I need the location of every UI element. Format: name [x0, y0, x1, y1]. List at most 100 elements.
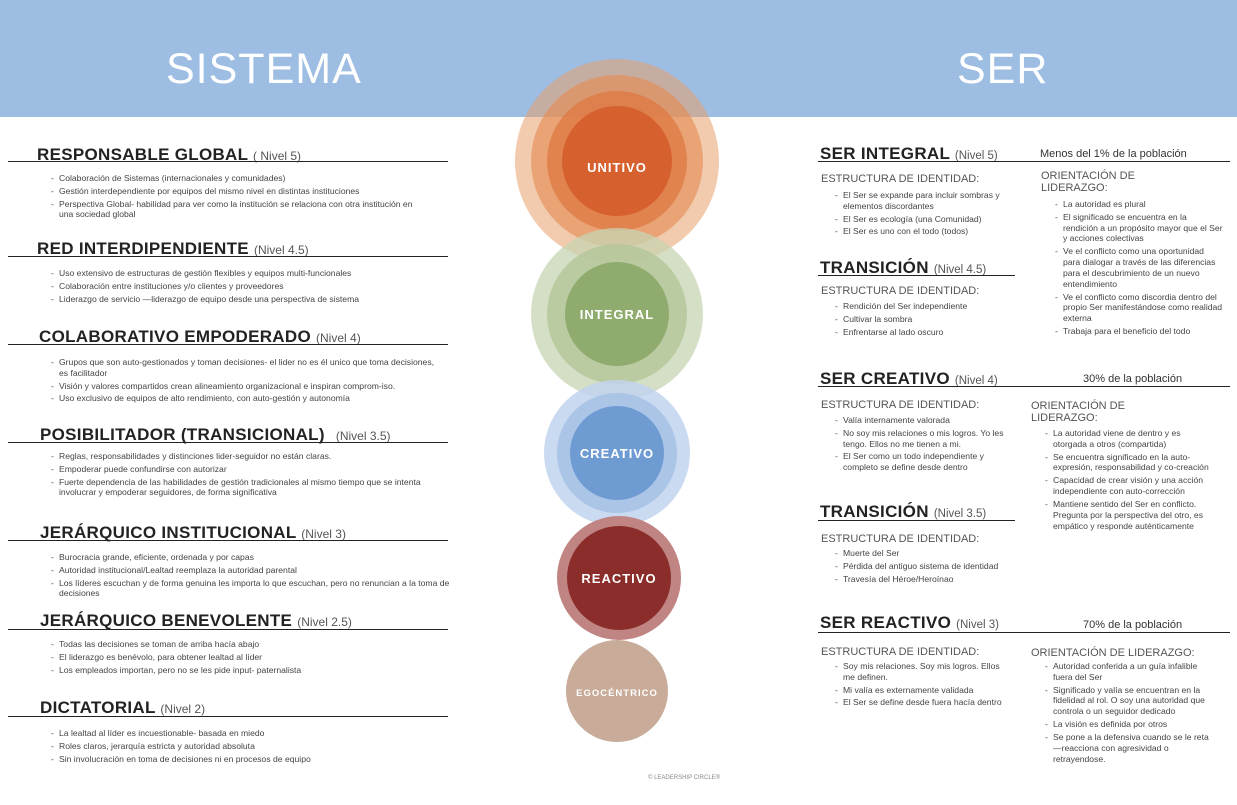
sistema-level-title: DICTATORIAL (Nivel 2) — [40, 699, 205, 716]
list-item: Todas las decisiones se toman de arriba … — [51, 639, 431, 650]
sistema-title: SISTEMA — [166, 45, 362, 93]
unitivo-circle: UNITIVO — [515, 59, 719, 263]
level-name: SER INTEGRAL — [820, 144, 950, 163]
identity-heading: ESTRUCTURA DE IDENTIDAD: — [821, 646, 980, 658]
sistema-level-title: JERÁRQUICO INSTITUCIONAL (Nivel 3) — [40, 524, 346, 541]
list-item: Capacidad de crear visión y una acción i… — [1045, 475, 1210, 497]
sistema-level-title: RESPONSABLE GLOBAL ( Nivel 5) — [37, 146, 301, 163]
level-name: DICTATORIAL — [40, 698, 156, 717]
list-item: El significado se encuentra en la rendic… — [1055, 212, 1223, 244]
list-item: Mi valía es externamente validada — [835, 685, 1005, 696]
divider — [8, 540, 448, 541]
integral-circle: INTEGRAL — [531, 228, 703, 400]
population-label: Menos del 1% de la población — [1040, 148, 1187, 160]
list-item: Sin involucración en toma de decisiones … — [51, 754, 431, 765]
divider — [8, 256, 448, 257]
divider — [8, 442, 448, 443]
reactivo-circle: REACTIVO — [557, 516, 681, 640]
egocentrico-circle: EGOCÉNTRICO — [566, 640, 668, 742]
list-item: Autoridad conferida a un guía infalible … — [1045, 661, 1215, 683]
list-item: La visión es definida por otros — [1045, 719, 1215, 730]
level-number: (Nivel 3) — [301, 527, 346, 541]
sistema-level-list: Todas las decisiones se toman de arriba … — [51, 639, 431, 677]
list-item: Burocracia grande, eficiente, ordenada y… — [51, 552, 455, 563]
list-item: Se encuentra significado en la auto-expr… — [1045, 452, 1210, 474]
sistema-level-title: COLABORATIVO EMPODERADO (Nivel 4) — [39, 328, 361, 345]
divider — [818, 161, 1230, 162]
population-label: 70% de la población — [1083, 619, 1183, 631]
divider — [8, 161, 448, 162]
list-item: Liderazgo de servicio —liderazgo de equi… — [51, 294, 431, 305]
level-number: (Nivel 2.5) — [297, 615, 352, 629]
orientation-heading: ORIENTACIÓN DE LIDERAZGO: — [1031, 400, 1125, 425]
identity-heading: ESTRUCTURA DE IDENTIDAD: — [821, 399, 980, 411]
ser-level-title: SER REACTIVO (Nivel 3) — [820, 614, 999, 632]
level-name: JERÁRQUICO INSTITUCIONAL — [40, 523, 297, 542]
list-item: Valía internamente valorada — [835, 415, 1015, 426]
sistema-level-title: POSIBILITADOR (TRANSICIONAL) (Nivel 3.5) — [40, 426, 391, 443]
identity-heading: ESTRUCTURA DE IDENTIDAD: — [821, 533, 980, 545]
list-item: Pérdida del antiguo sistema de identidad — [835, 561, 1030, 572]
identity-heading: ESTRUCTURA DE IDENTIDAD: — [821, 285, 980, 297]
list-item: Ve el conflicto como discordia dentro de… — [1055, 292, 1223, 324]
divider — [8, 344, 448, 345]
reactivo-label: REACTIVO — [581, 571, 656, 586]
egocentrico-label: EGOCÉNTRICO — [576, 688, 658, 699]
list-item: Muerte del Ser — [835, 548, 1030, 559]
level-name: TRANSICIÓN — [820, 258, 929, 277]
list-item: Mantiene sentido del Ser en conflicto. P… — [1045, 499, 1210, 531]
list-item: Grupos que son auto-gestionados y toman … — [51, 357, 437, 379]
list-item: Soy mis relaciones. Soy mis logros. Ello… — [835, 661, 1005, 683]
list-item: Fuerte dependencia de las habilidades de… — [51, 477, 441, 499]
list-item: La autoridad viene de dentro y es otorga… — [1045, 428, 1210, 450]
orientation-list: Autoridad conferida a un guía infalible … — [1045, 661, 1215, 766]
orientation-heading: ORIENTACIÓN DE LIDERAZGO: — [1031, 647, 1195, 659]
list-item: Visión y valores compartidos crean aline… — [51, 381, 437, 392]
level-name: COLABORATIVO EMPODERADO — [39, 327, 311, 346]
list-item: La lealtad al líder es incuestionable- b… — [51, 728, 431, 739]
list-item: Trabaja para el beneficio del todo — [1055, 326, 1223, 337]
level-number: (Nivel 3) — [956, 619, 999, 631]
divider — [818, 632, 1230, 633]
list-item: Roles claros, jerarquía estricta y autor… — [51, 741, 431, 752]
divider — [818, 520, 1015, 521]
level-number: (Nivel 4.5) — [253, 243, 309, 257]
orientation-heading: ORIENTACIÓN DE LIDERAZGO: — [1041, 170, 1135, 195]
level-name: RED INTERDIPENDIENTE — [37, 239, 249, 258]
list-item: El Ser como un todo independiente y comp… — [835, 451, 1015, 473]
identity-list: Rendición del Ser independiente Cultivar… — [835, 301, 1025, 339]
creativo-circle: CREATIVO — [544, 380, 690, 526]
list-item: Los empleados importan, pero no se les p… — [51, 665, 431, 676]
ser-level-title: SER CREATIVO (Nivel 4) — [820, 370, 998, 388]
list-item: Enfrentarse al lado oscuro — [835, 327, 1025, 338]
divider — [818, 275, 1015, 276]
level-number: (Nivel 2) — [160, 702, 206, 716]
identity-list: El Ser se expande para incluir sombras y… — [835, 190, 1025, 239]
list-item: El Ser es uno con el todo (todos) — [835, 226, 1025, 237]
level-number: (Nivel 3.5) — [933, 508, 987, 520]
list-item: El Ser es ecología (una Comunidad) — [835, 214, 1025, 225]
list-item: El Ser se expande para incluir sombras y… — [835, 190, 1025, 212]
ser-title: SER — [957, 45, 1049, 93]
list-item: Empoderar puede confundirse con autoriza… — [51, 464, 441, 475]
list-item: Colaboración entre instituciones y/o cli… — [51, 281, 431, 292]
ser-level-title: TRANSICIÓN (Nivel 4.5) — [820, 259, 986, 277]
list-item: Los líderes escuchan y de forma genuina … — [51, 578, 455, 600]
list-item: La autoridad es plural — [1055, 199, 1223, 210]
identity-list: Valía internamente valorada No soy mis r… — [835, 415, 1015, 475]
population-label: 30% de la población — [1083, 373, 1183, 385]
divider — [818, 386, 1230, 387]
list-item: Colaboración de Sistemas (internacionale… — [51, 173, 423, 184]
list-item: Significado y valía se encuentran en la … — [1045, 685, 1215, 717]
sistema-level-list: Grupos que son auto-gestionados y toman … — [51, 357, 437, 406]
list-item: Perspectiva Global- habilidad para ver c… — [51, 199, 423, 221]
level-name: TRANSICIÓN — [820, 502, 929, 521]
sistema-level-list: Uso extensivo de estructuras de gestión … — [51, 268, 431, 306]
copyright: © LEADERSHIP CIRCLE® — [648, 775, 721, 781]
level-number: (Nivel 3.5) — [335, 429, 391, 443]
unitivo-label: UNITIVO — [587, 160, 647, 175]
level-number: ( Nivel 5) — [253, 149, 302, 163]
level-number: (Nivel 4) — [316, 331, 361, 345]
list-item: Ve el conflicto como una oportunidad par… — [1055, 246, 1223, 289]
sistema-level-title: RED INTERDIPENDIENTE (Nivel 4.5) — [37, 240, 309, 257]
